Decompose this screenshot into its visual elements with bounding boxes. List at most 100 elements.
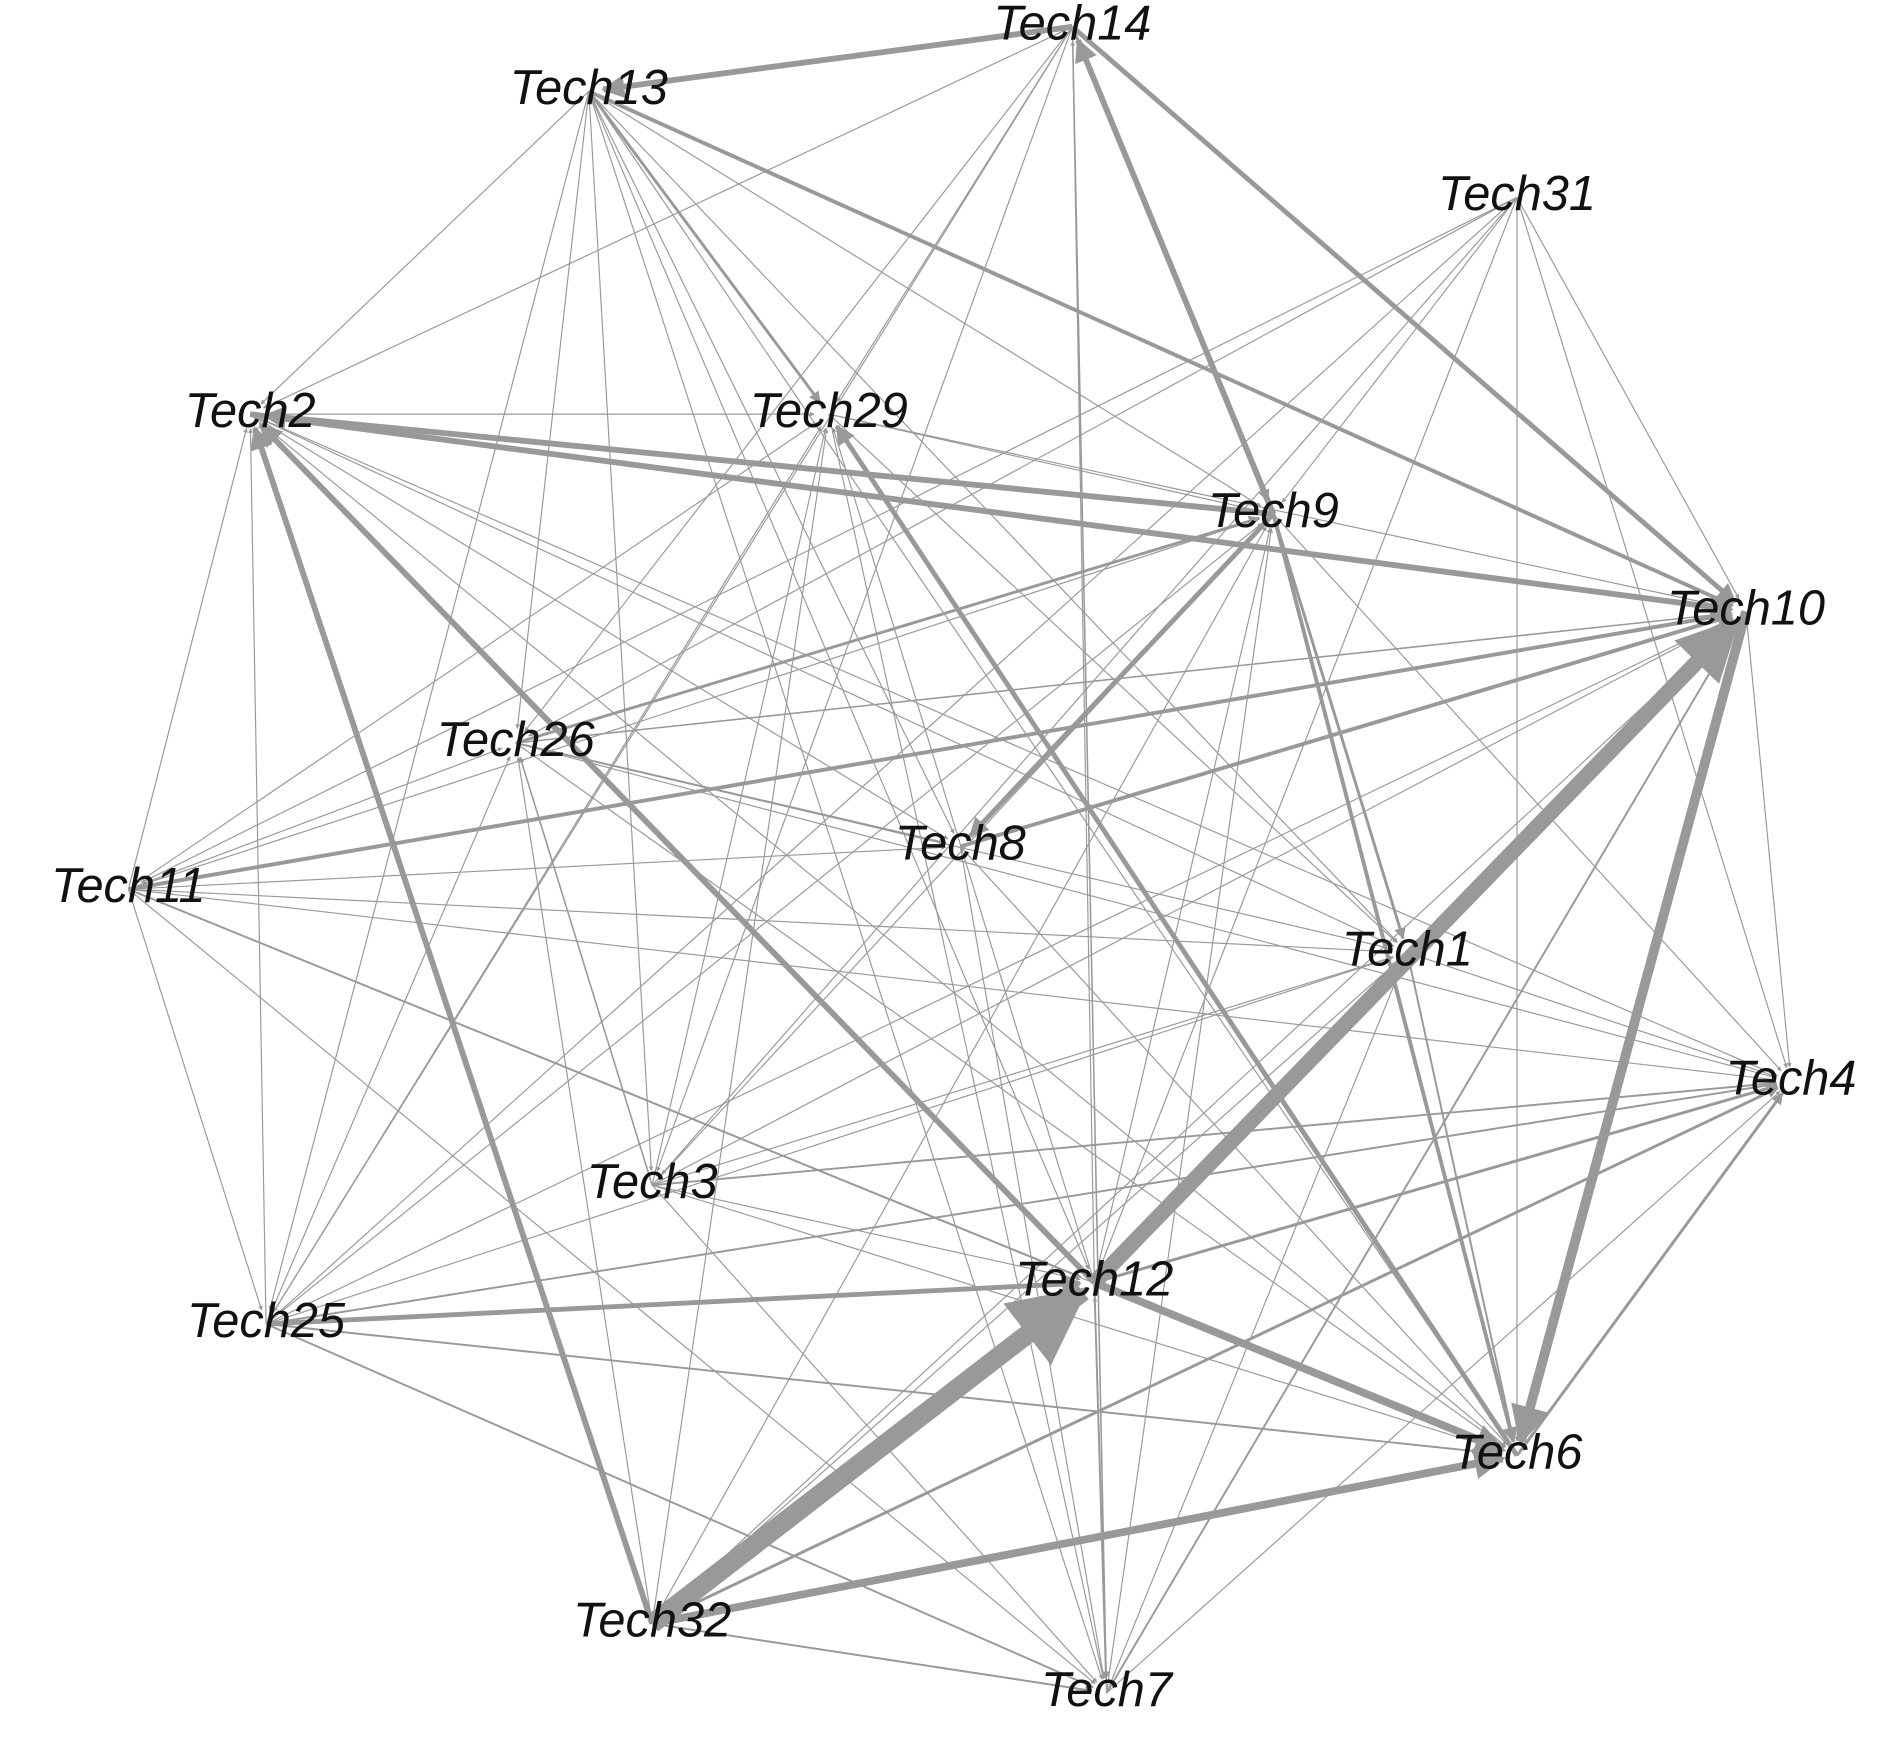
node-tech11: Tech11	[51, 859, 205, 913]
edge-tech25-to-tech7	[265, 1323, 1094, 1689]
edge-tech3-to-tech12	[652, 1184, 1081, 1281]
edge-tech1-to-tech4	[1407, 951, 1778, 1078]
node-tech6: Tech6	[1452, 1425, 1584, 1479]
edge-tech12-to-tech10	[1088, 616, 1742, 1289]
node-tech31: Tech31	[1438, 167, 1596, 221]
node-tech26: Tech26	[437, 713, 596, 767]
edge-tech13-to-tech1	[588, 90, 1398, 943]
edge-tech11-to-tech29	[128, 421, 818, 890]
edge-tech13-to-tech10	[588, 89, 1735, 608]
edge-tech31-to-tech9	[1281, 196, 1518, 503]
edge-tech8-to-tech7	[959, 846, 1106, 1680]
edge-tech31-to-tech4	[1516, 197, 1788, 1069]
edge-tech7-to-tech4	[1106, 1090, 1781, 1694]
edge-tech2-to-tech6	[249, 413, 1507, 1447]
edge-tech9-to-tech4	[1272, 513, 1782, 1072]
edge-tech11-to-tech10	[128, 608, 1734, 892]
node-tech8: Tech8	[895, 816, 1026, 870]
edge-tech31-to-tech3	[661, 196, 1518, 1175]
edge-tech12-to-tech14	[1070, 40, 1095, 1283]
edge-tech32-to-tech4	[651, 1086, 1779, 1625]
edge-tech29-to-tech7	[828, 414, 1105, 1680]
edge-tech7-to-tech10	[1105, 623, 1740, 1694]
edge-layer	[127, 23, 1792, 1694]
edge-tech3-to-tech7	[651, 1184, 1098, 1683]
edge-tech25-to-tech26	[265, 756, 511, 1325]
edge-tech14-to-tech9	[1071, 26, 1270, 502]
edge-tech7-to-tech12	[1092, 1296, 1108, 1694]
edge-tech25-to-tech12	[265, 1274, 1082, 1327]
edge-tech29-to-tech10	[828, 413, 1733, 610]
edge-tech14-to-tech3	[656, 26, 1073, 1172]
edge-tech12-to-tech4	[1093, 1082, 1779, 1285]
edge-tech13-to-tech3	[588, 91, 654, 1172]
edge-tech32-to-tech6	[651, 1448, 1506, 1628]
edge-tech3-to-tech1	[651, 955, 1394, 1186]
edge-tech12-to-tech1	[1093, 962, 1398, 1284]
edge-tech14-to-tech10	[1070, 24, 1737, 604]
edge-tech31-to-tech26	[528, 196, 1518, 737]
edge-tech9-to-tech1	[1271, 513, 1406, 940]
node-tech10: Tech10	[1667, 581, 1825, 635]
edge-tech31-to-tech10	[1516, 197, 1740, 600]
edge-tech13-to-tech25	[268, 91, 590, 1311]
edge-tech9-to-tech8	[968, 512, 1276, 838]
edge-tech32-to-tech2	[250, 425, 655, 1625]
node-tech9: Tech9	[1208, 484, 1339, 538]
edge-tech31-to-tech25	[276, 196, 1518, 1315]
edge-tech29-to-tech1	[828, 413, 1398, 943]
edge-tech11-to-tech9	[128, 517, 1260, 890]
edge-tech26-to-tech6	[515, 742, 1506, 1448]
edge-tech2-to-tech1	[249, 413, 1395, 947]
edge-tech32-to-tech29	[651, 428, 829, 1624]
edge-tech9-to-tech6	[1271, 513, 1518, 1443]
edge-tech26-to-tech9	[515, 515, 1261, 745]
edge-tech2-to-tech10	[249, 411, 1734, 619]
edge-tech12-to-tech2	[258, 422, 1097, 1285]
edge-tech32-to-tech1	[651, 961, 1397, 1625]
edge-tech32-to-tech12	[646, 1283, 1089, 1632]
node-tech13: Tech13	[510, 61, 668, 115]
edge-tech26-to-tech1	[515, 742, 1394, 951]
edge-tech26-to-tech4	[515, 742, 1778, 1080]
edge-tech11-to-tech7	[128, 888, 1096, 1685]
edge-tech10-to-tech6	[1511, 610, 1751, 1446]
edge-tech31-to-tech12	[1098, 197, 1518, 1270]
edge-tech11-to-tech26	[128, 747, 503, 890]
edge-tech6-to-tech4	[1515, 1092, 1784, 1457]
edge-tech13-to-tech12	[588, 91, 1090, 1270]
edge-tech11-to-tech1	[128, 888, 1394, 954]
node-tech7: Tech7	[1041, 1663, 1174, 1717]
edge-tech3-to-tech9	[651, 524, 1264, 1186]
node-tech1: Tech1	[1342, 922, 1473, 976]
node-tech25: Tech25	[187, 1294, 346, 1348]
edge-tech8-to-tech6	[959, 846, 1508, 1446]
edge-tech25-to-tech6	[265, 1323, 1504, 1458]
node-tech2: Tech2	[185, 384, 316, 438]
edge-tech7-to-tech1	[1105, 965, 1403, 1694]
edge-tech25-to-tech1	[265, 956, 1394, 1325]
edge-tech2-to-tech8	[249, 413, 949, 840]
edge-tech32-to-tech10	[651, 620, 1736, 1625]
edge-tech32-to-tech9	[651, 526, 1267, 1624]
node-tech3: Tech3	[587, 1155, 718, 1209]
edge-tech25-to-tech4	[265, 1081, 1778, 1325]
edge-tech2-to-tech4	[249, 413, 1779, 1077]
edge-tech3-to-tech29	[651, 427, 827, 1186]
edge-tech25-to-tech9	[265, 522, 1263, 1325]
edge-tech14-to-tech25	[273, 26, 1073, 1313]
node-tech32: Tech32	[573, 1594, 731, 1648]
edge-tech26-to-tech10	[515, 610, 1733, 744]
edge-tech13-to-tech9	[588, 90, 1262, 507]
edge-tech3-to-tech26	[518, 756, 653, 1186]
edge-tech11-to-tech8	[128, 845, 947, 890]
edge-tech13-to-tech2	[260, 90, 590, 405]
edge-tech12-to-tech29	[832, 427, 1095, 1283]
edge-tech29-to-tech9	[828, 413, 1260, 513]
edge-tech14-to-tech2	[263, 26, 1073, 409]
node-tech4: Tech4	[1726, 1052, 1857, 1106]
edge-tech14-to-tech13	[600, 23, 1073, 99]
edge-tech7-to-tech9	[1105, 528, 1274, 1694]
